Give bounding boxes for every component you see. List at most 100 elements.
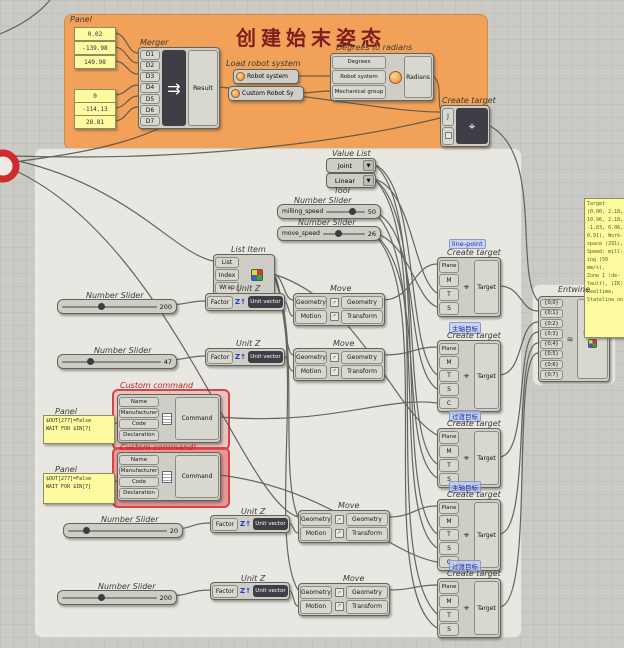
value-panel-3[interactable]: 149.98 [74, 55, 116, 69]
slider-knob[interactable] [97, 594, 105, 601]
create-target-component-3[interactable]: Plane M T S ⌖ Target [437, 428, 501, 488]
input-geometry[interactable]: Geometry [300, 512, 332, 526]
input-m[interactable]: M [439, 444, 459, 458]
merger-inputs[interactable]: D1 D2 D3 D4 D5 D6 D7 [139, 48, 161, 128]
slider-track[interactable] [68, 527, 167, 534]
input-s[interactable]: S [439, 622, 459, 636]
custom-robot-button[interactable]: Custom Robot Sy [228, 86, 304, 101]
slider-knob[interactable] [349, 208, 357, 215]
value-list-joint[interactable]: Joint ▼ [326, 158, 376, 173]
slider-track[interactable] [62, 594, 157, 601]
input-d1[interactable]: D1 [140, 49, 160, 60]
input-branch-5[interactable]: {0;5} [540, 349, 563, 359]
input-t[interactable]: T [439, 287, 459, 301]
output-geometry[interactable]: Geometry [341, 350, 383, 364]
move-component-1[interactable]: Geometry Motion ↗↗ Geometry Transform [293, 293, 385, 326]
input-plane[interactable]: Plane [439, 259, 459, 273]
input-name[interactable]: Name [119, 396, 159, 407]
input-code[interactable]: Code [119, 477, 159, 488]
input-t[interactable]: T [439, 458, 459, 472]
unit-z-component-3[interactable]: Factor Z↑ Unit vector [210, 515, 290, 533]
output-geometry[interactable]: Geometry [341, 295, 383, 309]
input-m[interactable]: M [439, 273, 459, 287]
input-factor[interactable]: Factor [212, 584, 238, 598]
milling-speed-slider[interactable]: milling_speed 50 [277, 204, 381, 219]
slider-track[interactable] [62, 358, 161, 365]
input-d6[interactable]: D6 [140, 105, 160, 116]
value-panel-5[interactable]: -114.13 [74, 102, 116, 116]
unit-z-component-1[interactable]: Factor Z↑ Unit vector [205, 293, 285, 311]
move-component-4[interactable]: Geometry Motion ↗↗ Geometry Transform [298, 583, 390, 616]
input-list[interactable]: List [215, 256, 239, 269]
input-j[interactable]: J [442, 107, 454, 126]
create-target-component-4[interactable]: Plane M T S C ⌖ Target [437, 499, 501, 571]
slider-47[interactable]: 47 [57, 354, 177, 369]
create-target-component-5[interactable]: Plane M T S ⌖ Target [437, 578, 501, 638]
output-unit-vector[interactable]: Unit vector [248, 296, 283, 308]
slider-track[interactable] [322, 230, 365, 237]
input-branch-4[interactable]: {0;4} [540, 339, 563, 349]
input-declaration[interactable]: Declaration [119, 430, 159, 441]
list-item-component[interactable]: List Index Wrap [213, 254, 275, 296]
output-target[interactable]: Target [474, 260, 499, 314]
value-panel-1[interactable]: 0.02 [74, 27, 116, 41]
input-index[interactable]: Index [215, 269, 239, 281]
create-target-component-2[interactable]: Plane M T S C ⌖ Target [437, 340, 501, 412]
input-d7[interactable]: D7 [140, 116, 160, 127]
input-geometry[interactable]: Geometry [295, 350, 327, 364]
slider-knob[interactable] [97, 303, 105, 310]
output-command[interactable]: Command [175, 455, 219, 498]
output-unit-vector[interactable]: Unit vector [253, 518, 288, 530]
code-panel-2[interactable]: $OUT[277]=False WAIT FOR $IN[7] [43, 473, 115, 504]
value-panel-2[interactable]: -139.98 [74, 41, 116, 55]
input-branch-0[interactable]: {0;0} [540, 298, 563, 308]
input-branch-6[interactable]: {0;6} [540, 360, 563, 370]
merger-component[interactable]: D1 D2 D3 D4 D5 D6 D7 ⇉ Result [138, 47, 220, 129]
output-geometry[interactable]: Geometry [346, 512, 388, 526]
slider-knob[interactable] [86, 358, 94, 365]
input-robot-system[interactable]: Robot system [332, 70, 386, 84]
value-list-linear[interactable]: Linear ▼ [326, 173, 376, 188]
chevron-down-icon[interactable]: ▼ [363, 160, 374, 171]
input-branch-7[interactable]: {0;7} [540, 370, 563, 380]
galapagos-widget[interactable] [0, 149, 20, 183]
move-component-3[interactable]: Geometry Motion ↗↗ Geometry Transform [298, 510, 390, 543]
input-d5[interactable]: D5 [140, 94, 160, 105]
output-command[interactable]: Command [175, 397, 219, 440]
output-transform[interactable]: Transform [341, 365, 383, 379]
input-plane[interactable]: Plane [439, 501, 459, 515]
input-factor[interactable]: Factor [207, 350, 233, 364]
output-geometry[interactable]: Geometry [346, 585, 388, 599]
input-motion[interactable]: Motion [295, 365, 327, 379]
output-transform[interactable]: Transform [341, 310, 383, 324]
output-radians[interactable]: Radians [404, 56, 432, 98]
input-motion[interactable]: Motion [300, 600, 332, 614]
slider-200-b[interactable]: 200 [57, 590, 177, 605]
value-panel-6[interactable]: 28.81 [74, 115, 116, 129]
input-geometry[interactable]: Geometry [300, 585, 332, 599]
output-transform[interactable]: Transform [346, 527, 388, 541]
input-t[interactable]: T [439, 608, 459, 622]
input-manufacturer[interactable]: Manufacturer [119, 407, 159, 418]
value-panel-4[interactable]: 0 [74, 89, 116, 103]
unit-z-component-4[interactable]: Factor Z↑ Unit vector [210, 582, 290, 600]
input-plane[interactable]: Plane [439, 430, 459, 444]
input-factor[interactable]: Factor [212, 517, 238, 531]
slider-knob[interactable] [335, 230, 343, 237]
input-code[interactable]: Code [119, 419, 159, 430]
input-motion[interactable]: Motion [295, 310, 327, 324]
settings-icon[interactable] [442, 126, 454, 145]
move-component-2[interactable]: Geometry Motion ↗↗ Geometry Transform [293, 348, 385, 381]
deg2rad-component[interactable]: Degrees Robot system Mechanical group Ra… [330, 53, 434, 101]
slider-track[interactable] [326, 208, 365, 215]
input-geometry[interactable]: Geometry [295, 295, 327, 309]
input-s[interactable]: S [439, 301, 459, 315]
input-motion[interactable]: Motion [300, 527, 332, 541]
slider-track[interactable] [62, 303, 157, 310]
output-target[interactable]: Target [474, 581, 499, 635]
code-panel-1[interactable]: $OUT[277]=False WAIT FOR $IN[7] [43, 415, 115, 444]
output-target[interactable]: Target [474, 502, 499, 568]
chevron-down-icon[interactable]: ▼ [363, 175, 374, 186]
input-branch-3[interactable]: {0;3} [540, 329, 563, 339]
